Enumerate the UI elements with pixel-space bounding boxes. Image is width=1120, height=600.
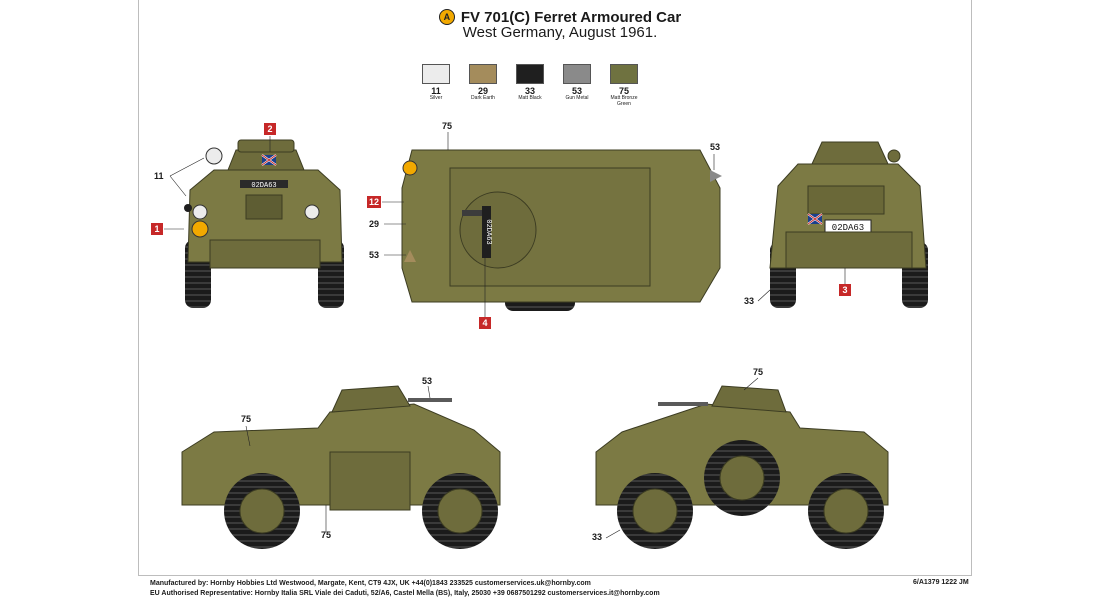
colour-name: Gun Metal xyxy=(565,95,589,101)
left-turret xyxy=(331,385,411,413)
colour-swatch-gun-metal xyxy=(563,64,591,84)
colour-swatch-silver xyxy=(422,64,450,84)
top-registration: 02DA63 xyxy=(484,219,492,244)
front-turret-top xyxy=(237,139,295,153)
callout-front-11: 11 xyxy=(154,171,164,181)
rear-turret xyxy=(811,141,889,165)
colour-number: 53 xyxy=(571,86,582,96)
rear-view: 02DA63 xyxy=(769,141,928,308)
colour-name: Silver xyxy=(429,95,443,101)
instruction-sheet-frame xyxy=(138,0,972,576)
scheme-subtitle: West Germany, August 1961. xyxy=(462,24,658,41)
top-gun xyxy=(462,210,488,216)
footer-eu-representative: EU Authorised Representative: Hornby Ita… xyxy=(150,590,660,597)
left-side-view xyxy=(181,385,501,549)
top-exhaust xyxy=(710,170,722,182)
colour-number: 11 xyxy=(431,86,441,96)
callout-top-53b: 53 xyxy=(369,250,380,260)
front-registration: 02DA63 xyxy=(251,182,276,190)
right-turret xyxy=(711,385,787,413)
rear-registration: 02DA63 xyxy=(832,223,864,233)
callout-top-29: 29 xyxy=(369,219,380,229)
decal-tag-2: 2 xyxy=(264,123,276,135)
front-view: 02DA63 xyxy=(184,139,344,308)
footer-manufacturer: Manufactured by: Hornby Hobbies Ltd West… xyxy=(150,580,591,587)
top-shovel xyxy=(404,250,416,262)
front-formation-sign xyxy=(191,220,209,238)
colour-name: Dark Earth xyxy=(471,95,495,101)
right-side-view xyxy=(595,385,889,549)
colour-swatch-matt-bronze-green xyxy=(610,64,638,84)
decal-tag-3: 3 xyxy=(839,284,851,296)
left-gun xyxy=(408,398,452,402)
rear-engine-deck xyxy=(807,185,885,215)
decal-tag-4: 4 xyxy=(479,317,491,329)
callout-left-53: 53 xyxy=(422,376,433,386)
footer-text: Manufactured by: Hornby Hobbies Ltd West… xyxy=(150,579,660,599)
left-side-door xyxy=(329,451,411,511)
callout-top-75: 75 xyxy=(442,121,453,131)
decal-tag-1: 1 xyxy=(151,223,163,235)
callout-top-53: 53 xyxy=(710,142,721,152)
top-plate xyxy=(482,206,491,258)
front-plate xyxy=(240,180,288,188)
callout-rear-33: 33 xyxy=(744,296,755,306)
callout-right-33: 33 xyxy=(592,532,603,542)
callout-left-75a: 75 xyxy=(241,414,252,424)
colour-number: 75 xyxy=(618,86,629,96)
rear-lower-hull xyxy=(785,231,913,269)
right-gun xyxy=(658,402,708,406)
front-lower-plate xyxy=(209,239,321,269)
scheme-title-text: FV 701(C) Ferret Armoured Car xyxy=(460,8,682,26)
front-headlight-right xyxy=(304,204,320,220)
title-row: A FV 701(C) Ferret Armoured Car xyxy=(0,7,1120,26)
colour-swatch-matt-black xyxy=(516,64,544,84)
scheme-badge: A xyxy=(438,9,455,25)
decal-tag-12: 12 xyxy=(367,196,381,208)
colour-name: Matt Bronze Green xyxy=(610,95,638,107)
callout-left-75b: 75 xyxy=(321,530,332,540)
colour-number: 33 xyxy=(524,86,535,96)
top-view: 02DA63 xyxy=(401,149,722,311)
front-hatch xyxy=(245,194,283,220)
top-turret xyxy=(459,191,537,269)
colour-name: Matt Black xyxy=(518,95,542,101)
front-headlight-left xyxy=(192,204,208,220)
callout-right-75: 75 xyxy=(753,367,764,377)
footer-code: 6/A1379 1222 JM xyxy=(913,579,969,586)
leader-lines xyxy=(164,132,846,539)
top-formation-sign xyxy=(402,160,418,176)
front-searchlight xyxy=(205,147,223,165)
colour-number: 29 xyxy=(477,86,488,96)
scheme-title: A FV 701(C) Ferret Armoured Car xyxy=(438,8,682,26)
colour-swatch-dark-earth xyxy=(469,64,497,84)
